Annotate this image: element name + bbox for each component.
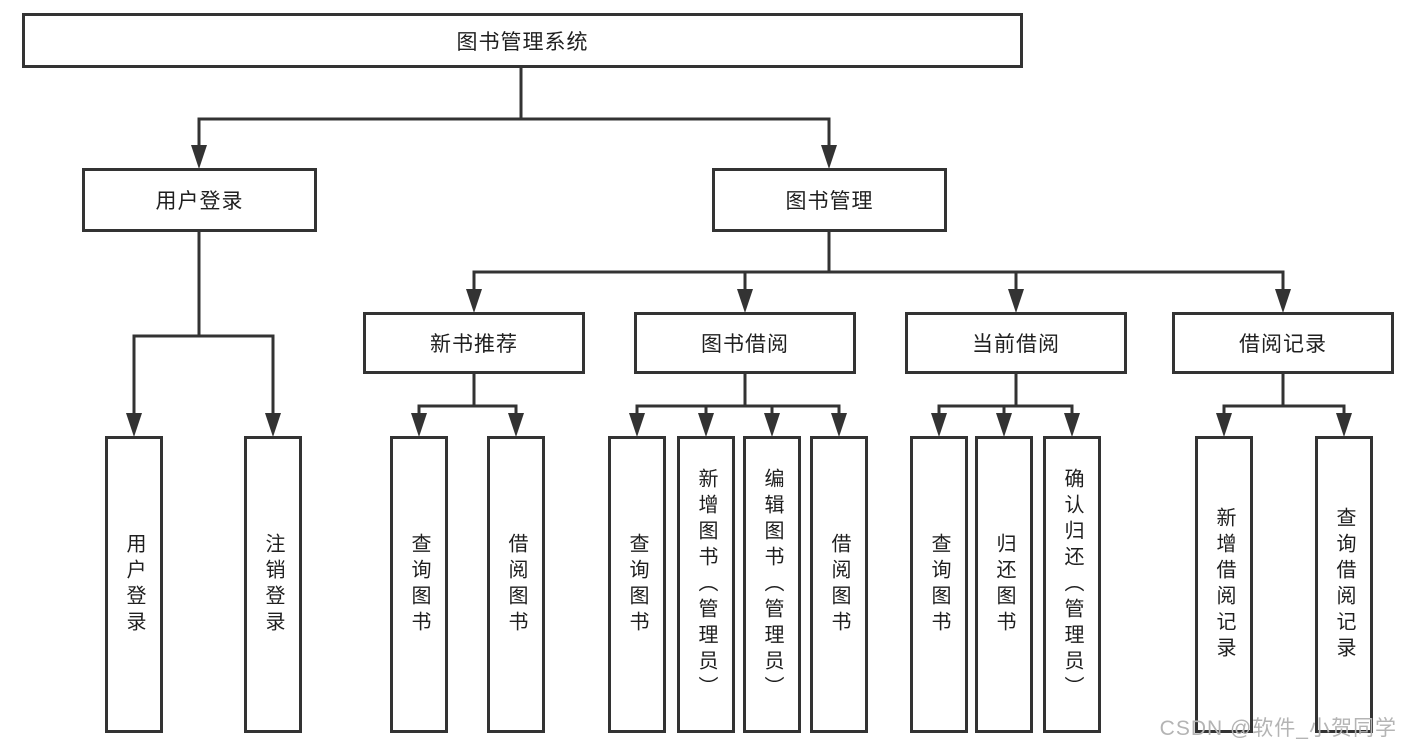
node-borrowing-records: 借阅记录 <box>1172 312 1394 374</box>
node-current-borrowing: 当前借阅 <box>905 312 1127 374</box>
leaf-query-books-recommend: 查询图书 <box>390 436 448 733</box>
node-label: 图书管理 <box>785 190 874 213</box>
leaf-borrow-books-recommend: 借阅图书 <box>487 436 545 733</box>
csdn-watermark: CSDN @软件_小贺同学 <box>1159 717 1397 740</box>
leaf-query-books-current: 查询图书 <box>910 436 968 733</box>
leaf-logout: 注销登录 <box>244 436 302 733</box>
leaf-query-borrow-record: 查询借阅记录 <box>1315 436 1373 733</box>
leaf-edit-book-admin: 编辑图书（管理员） <box>743 436 801 733</box>
leaf-add-book-admin: 新增图书（管理员） <box>677 436 735 733</box>
leaf-add-borrow-record: 新增借阅记录 <box>1195 436 1253 733</box>
node-label: 用户登录 <box>155 190 244 213</box>
leaf-user-login: 用户登录 <box>105 436 163 733</box>
node-label: 借阅记录 <box>1239 333 1327 356</box>
node-label: 新书推荐 <box>430 333 518 356</box>
leaf-borrow-books-borrowing: 借阅图书 <box>810 436 868 733</box>
leaf-confirm-return-admin: 确认归还（管理员） <box>1043 436 1101 733</box>
node-new-book-recommend: 新书推荐 <box>363 312 585 374</box>
node-user-login: 用户登录 <box>82 168 317 232</box>
leaf-query-books-borrowing: 查询图书 <box>608 436 666 733</box>
node-label: 图书借阅 <box>701 333 789 356</box>
node-library-management-system: 图书管理系统 <box>22 13 1023 68</box>
node-book-management: 图书管理 <box>712 168 947 232</box>
leaf-return-book: 归还图书 <box>975 436 1033 733</box>
node-label: 当前借阅 <box>972 333 1060 356</box>
node-book-borrowing: 图书借阅 <box>634 312 856 374</box>
node-label: 图书管理系统 <box>456 30 589 54</box>
